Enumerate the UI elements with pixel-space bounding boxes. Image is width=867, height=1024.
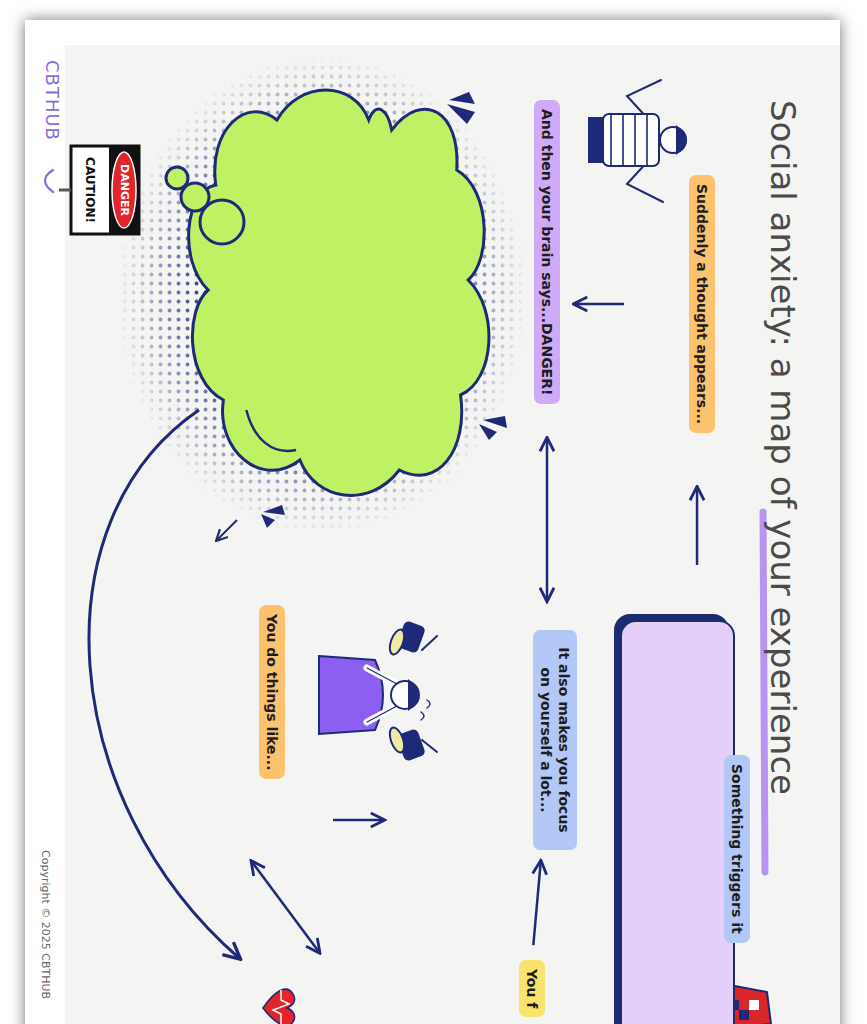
box-text: It also makes you focus on yourself a lo… (538, 647, 572, 832)
flow-arrow (546, 439, 549, 600)
title: Social anxiety: a map of your experience (763, 100, 803, 795)
spotlight-person (319, 621, 437, 760)
danger-pill: And then your brain says...DANGER! (534, 100, 560, 404)
sign-text: CAUTION! (83, 148, 97, 232)
flow-arrow (333, 819, 383, 822)
spark-marks (261, 92, 507, 528)
shrugging-person (589, 80, 686, 202)
box-text: You f (524, 969, 540, 1008)
double-arrow (252, 862, 319, 952)
logo-text: CBTHUB (42, 60, 63, 141)
halftone-dots (117, 55, 527, 535)
flow-arrow (533, 862, 540, 945)
curved-arrow (89, 410, 239, 958)
box-text: And then your brain says...DANGER! (539, 109, 555, 395)
sign-text: DANGER (118, 148, 131, 232)
danger-sign (59, 146, 139, 234)
copyright-note: Copyright © 2025 CBTHUB (39, 850, 52, 999)
flow-arrow (696, 488, 699, 565)
logo-smile (45, 170, 53, 192)
box-text: You do things like... (264, 614, 280, 770)
heart-icon (263, 989, 295, 1024)
flow-arrow (575, 303, 624, 306)
spark-arrow (217, 520, 237, 540)
feeling-pill: You f (519, 960, 545, 1017)
box-text: Suddenly a thought appears... (694, 184, 710, 424)
thought-pill: Suddenly a thought appears... (689, 175, 715, 433)
self-focus-pill: It also makes you focus on yourself a lo… (533, 630, 577, 850)
trigger-box: Something triggers it (620, 620, 735, 1024)
thought-cloud (189, 90, 489, 495)
box-heading: Something triggers it (724, 755, 750, 943)
behaviour-pill: You do things like... (259, 605, 285, 779)
cloud-bubbles (166, 167, 244, 244)
